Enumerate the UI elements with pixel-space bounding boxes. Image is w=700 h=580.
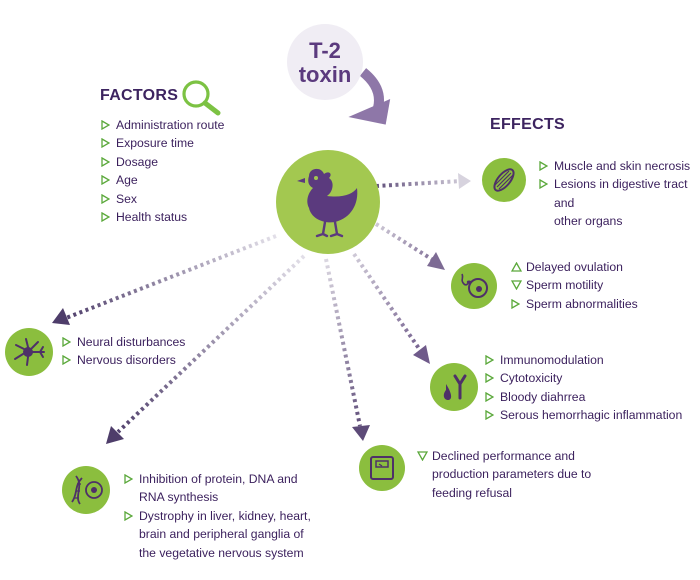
magnifier-icon (182, 80, 221, 116)
dna-icon (71, 475, 103, 505)
list-item: Administration route (101, 116, 271, 134)
list-item: Sperm motility (511, 276, 671, 294)
list-item: Neural disturbances (62, 333, 232, 351)
reproduction-circle (451, 263, 497, 309)
muscle-effects-list: Muscle and skin necrosis Lesions in dige… (539, 157, 699, 231)
arrow-to-immune (352, 252, 430, 364)
muscle-circle (482, 158, 526, 202)
toxin-label-line2: toxin (299, 62, 352, 87)
list-item: Bloody diahrrea (485, 388, 685, 406)
immune-effects-list: Immunomodulation Cytotoxicity Bloody dia… (485, 351, 685, 425)
list-item: Sex (101, 190, 271, 208)
list-item: Health status (101, 208, 271, 226)
reproduction-effects-list: Delayed ovulation Sperm motility Sperm a… (511, 258, 671, 313)
list-item: Exposure time (101, 134, 271, 152)
arrow-to-dna (106, 254, 306, 444)
list-item: Dosage (101, 153, 271, 171)
arrow-to-reproduction (374, 222, 445, 270)
list-item: Immunomodulation (485, 351, 685, 369)
neural-circle (5, 328, 53, 376)
immune-circle (430, 363, 478, 411)
arrow-to-performance (324, 258, 370, 441)
chick-circle (276, 150, 380, 254)
antibody-icon (443, 374, 467, 400)
list-item: Dystrophy in liver, kidney, heart,brain … (124, 507, 324, 562)
neuron-icon (14, 338, 45, 366)
performance-circle (359, 445, 405, 491)
muscle-icon (493, 168, 515, 192)
factors-heading: FACTORS (100, 87, 179, 104)
effects-heading: EFFECTS (490, 116, 565, 133)
list-item: Nervous disorders (62, 351, 232, 369)
list-item: Serous hemorrhagic inflammation (485, 406, 685, 424)
list-item: Sperm abnormalities (511, 295, 671, 313)
toxin-label-line1: T-2 (309, 38, 341, 63)
list-item: Delayed ovulation (511, 258, 671, 276)
chick-icon (297, 168, 358, 238)
arrow-to-neural (52, 234, 277, 325)
neural-effects-list: Neural disturbances Nervous disorders (62, 333, 232, 370)
dna-circle (62, 466, 110, 514)
cell-icon (461, 273, 488, 298)
list-item: Cytotoxicity (485, 369, 685, 387)
toxin-arrow (348, 68, 391, 125)
list-item: Age (101, 171, 271, 189)
toxin-badge: T-2 toxin (287, 24, 363, 100)
arrow-to-muscle (375, 173, 471, 189)
list-item: Muscle and skin necrosis (539, 157, 699, 175)
scale-icon (370, 456, 394, 480)
factors-list: Administration route Exposure time Dosag… (101, 116, 271, 226)
